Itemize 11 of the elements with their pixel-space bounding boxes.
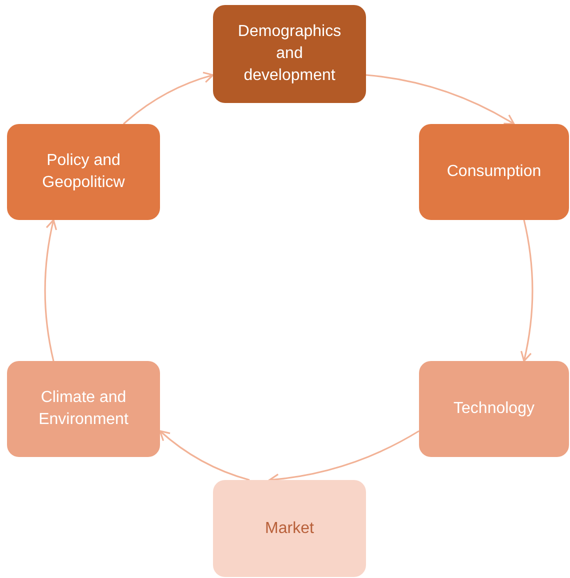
arrow bbox=[159, 430, 250, 481]
arrow bbox=[366, 74, 515, 125]
process-box: Climate and Environment bbox=[7, 361, 160, 457]
process-box: Demographics and development bbox=[213, 5, 366, 103]
process-box: Consumption bbox=[419, 124, 569, 220]
process-box: Policy and Geopoliticw bbox=[7, 124, 160, 220]
arrow bbox=[122, 72, 214, 125]
process-box: Technology bbox=[419, 361, 569, 457]
arrow bbox=[520, 220, 534, 362]
arrow bbox=[44, 219, 58, 362]
process-box: Market bbox=[213, 480, 366, 577]
